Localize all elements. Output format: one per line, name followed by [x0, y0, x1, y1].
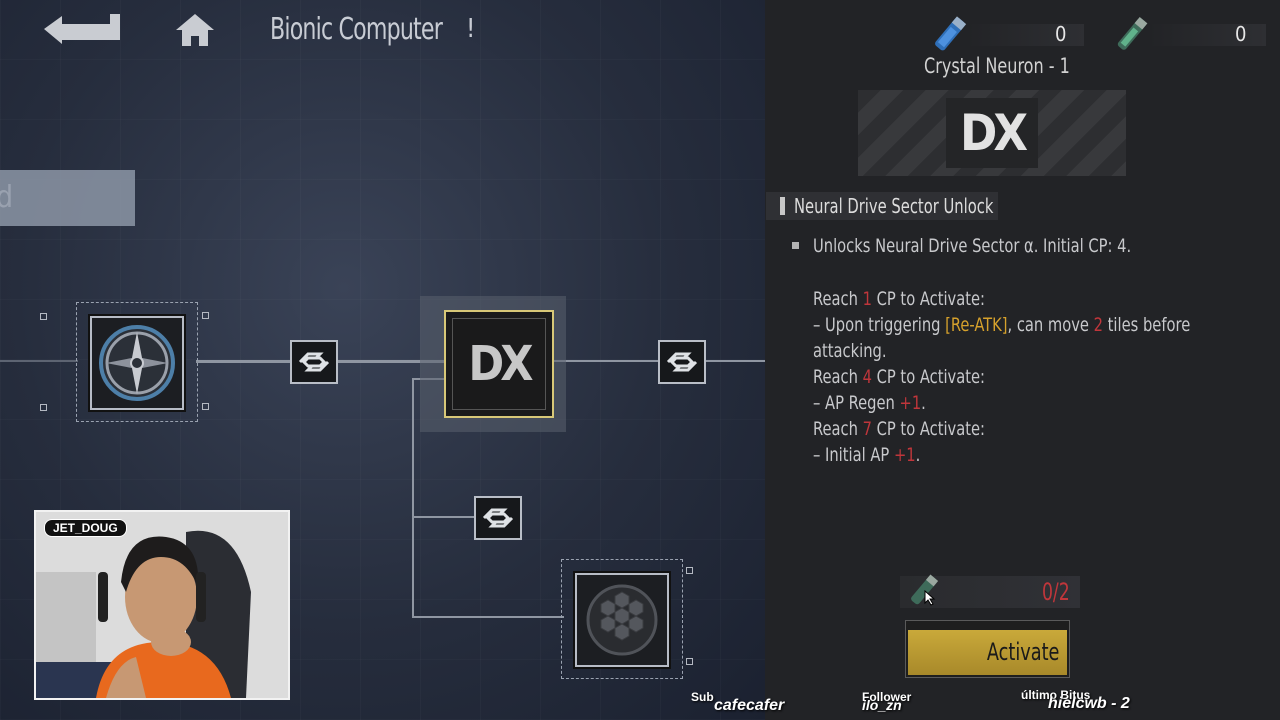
- green-vial-count: 0: [1235, 22, 1247, 46]
- link-node[interactable]: [474, 496, 522, 540]
- effect-text: tiles before: [1102, 314, 1191, 336]
- item-title: Crystal Neuron - 1: [924, 54, 1070, 78]
- grid-marker: [40, 313, 47, 320]
- tier-1-header: Reach 1 CP to Activate:: [813, 288, 985, 310]
- info-button[interactable]: !: [466, 14, 476, 44]
- streamer-name-tag: JET_DOUG: [44, 519, 127, 537]
- home-icon: [176, 14, 214, 46]
- tier-text: Reach: [813, 288, 863, 310]
- link-icon: [298, 352, 330, 372]
- resource-bar: [966, 24, 1084, 46]
- grid-marker: [202, 403, 209, 410]
- dx-badge: DX: [959, 104, 1028, 162]
- effect-text: – Initial AP: [813, 444, 894, 466]
- cost-count: 0/2: [1042, 578, 1070, 606]
- activate-button[interactable]: Activate: [905, 620, 1070, 678]
- last-bits-value: hielcwb - 2: [1048, 695, 1130, 712]
- compass-icon: [99, 325, 175, 401]
- tier-3-effect: – Initial AP +1.: [813, 444, 920, 466]
- tier-text: Reach: [813, 418, 863, 440]
- tier-1-effect: – Upon triggering [Re-ATK], can move 2 t…: [813, 314, 1190, 336]
- dx-node-inner: DX: [452, 318, 546, 410]
- streamer-video: [36, 512, 288, 698]
- page-title: Bionic Computer: [270, 12, 443, 47]
- tier-cp-value: 4: [862, 366, 872, 388]
- section-marker: [780, 197, 785, 215]
- effect-text: .: [915, 444, 921, 466]
- hexagon-cluster-icon: [586, 584, 658, 656]
- section-header: Neural Drive Sector Unlock: [766, 192, 998, 220]
- tier-cp-value: 1: [862, 288, 872, 310]
- tier-2-header: Reach 4 CP to Activate:: [813, 366, 985, 388]
- activate-label: Activate: [986, 638, 1059, 666]
- back-button[interactable]: [40, 12, 124, 46]
- sub-label: Sub: [691, 690, 714, 704]
- tier-text: CP to Activate:: [871, 366, 986, 388]
- connector-line: [550, 360, 765, 362]
- back-arrow-icon: [44, 14, 120, 44]
- tier-2-effect: – AP Regen +1.: [813, 392, 926, 414]
- follower-label: Follower: [862, 690, 912, 704]
- sub-value: cafecafer: [714, 697, 785, 714]
- green-vial-icon: [1117, 16, 1148, 50]
- link-icon: [482, 508, 514, 528]
- tier-text: CP to Activate:: [871, 288, 986, 310]
- connector-line: [412, 516, 474, 518]
- tier-cp-value: 7: [862, 418, 872, 440]
- dx-skill-node[interactable]: DX: [444, 310, 554, 418]
- re-atk-tag: [Re-ATK]: [945, 314, 1008, 336]
- skill-tree-panel: Bionic Computer ! d: [0, 0, 765, 720]
- compass-skill-node[interactable]: [90, 316, 184, 410]
- hexagon-skill-node[interactable]: [575, 573, 669, 667]
- webcam-feed: JET_DOUG: [34, 510, 290, 700]
- link-node[interactable]: [290, 340, 338, 384]
- grid-marker: [686, 658, 693, 665]
- blue-vial-icon: [935, 16, 967, 51]
- tier-text: Reach: [813, 366, 863, 388]
- ap-regen-value: +1: [899, 392, 922, 414]
- unlock-description: Unlocks Neural Drive Sector α. Initial C…: [813, 235, 1132, 257]
- grid-marker: [686, 567, 693, 574]
- node-frame: [561, 559, 683, 679]
- mouse-cursor-icon: [924, 590, 936, 606]
- node-frame: [76, 302, 198, 422]
- grid-marker: [202, 312, 209, 319]
- connector-line: [0, 360, 78, 362]
- tier-text: CP to Activate:: [871, 418, 986, 440]
- tier-1-effect-cont: attacking.: [813, 340, 887, 362]
- follower-value: ilo_zn: [862, 697, 902, 713]
- link-icon: [666, 352, 698, 372]
- effect-text: .: [921, 392, 926, 414]
- item-banner-inner: DX: [946, 98, 1038, 168]
- side-tab-label: d: [0, 180, 13, 215]
- link-node[interactable]: [658, 340, 706, 384]
- grid-marker: [40, 404, 47, 411]
- last-bits-label: último Bitus: [1021, 688, 1091, 702]
- bullet-icon: [792, 242, 799, 249]
- cost-row: 0/2: [900, 574, 1080, 608]
- side-tab[interactable]: d: [0, 170, 135, 226]
- tiles-value: 2: [1093, 314, 1103, 336]
- dx-node-label: DX: [468, 336, 533, 392]
- tier-3-header: Reach 7 CP to Activate:: [813, 418, 985, 440]
- item-banner: DX: [858, 90, 1126, 176]
- resource-bar: [1148, 24, 1266, 46]
- section-title: Neural Drive Sector Unlock: [794, 194, 994, 218]
- effect-text: – Upon triggering: [813, 314, 946, 336]
- connector-line: [412, 378, 414, 618]
- home-button[interactable]: [174, 12, 216, 48]
- green-vial-icon: [911, 574, 939, 605]
- connector-line: [412, 616, 564, 618]
- blue-vial-count: 0: [1055, 22, 1067, 46]
- activate-button-fill: [908, 630, 1067, 675]
- effect-text: , can move: [1007, 314, 1094, 336]
- initial-ap-value: +1: [893, 444, 916, 466]
- effect-text: – AP Regen: [813, 392, 900, 414]
